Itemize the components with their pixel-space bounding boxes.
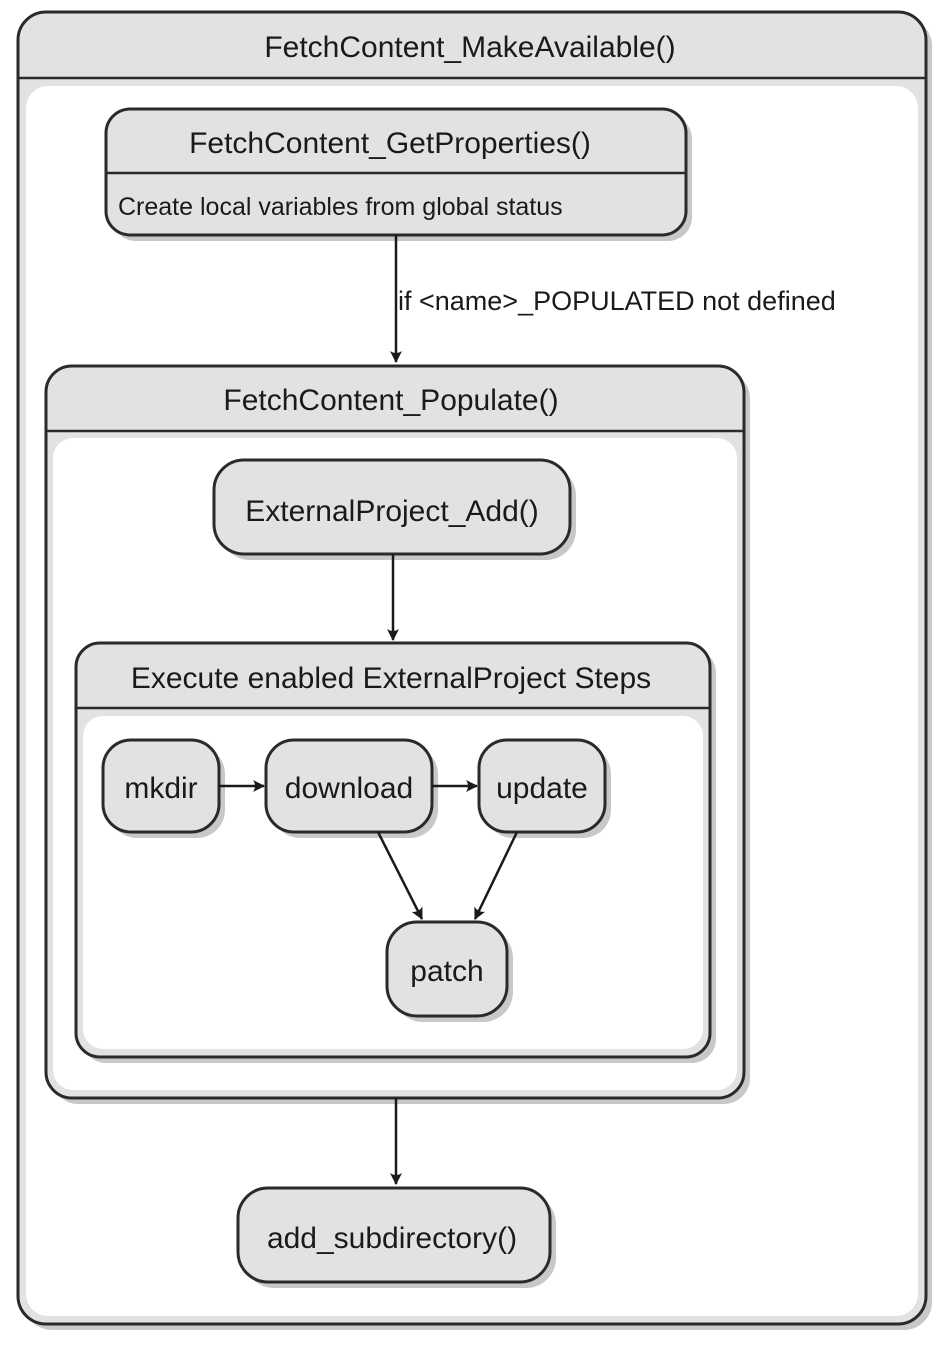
transition-update-to-patch — [473, 831, 519, 920]
transition-download-to-patch — [376, 831, 424, 920]
get-properties-state: FetchContent_GetProperties() Create loca… — [104, 107, 692, 241]
add-subdirectory-title: add_subdirectory() — [267, 1222, 517, 1255]
add-subdirectory-state: add_subdirectory() — [236, 1186, 556, 1288]
patch-label: patch — [410, 955, 483, 988]
external-project-add-title: ExternalProject_Add() — [245, 495, 538, 528]
download-state: download — [264, 738, 438, 838]
update-label: update — [496, 772, 588, 805]
update-state: update — [477, 738, 611, 838]
transition-label: if <name>_POPULATED not defined — [398, 286, 836, 316]
mkdir-label: mkdir — [124, 772, 197, 805]
get-properties-title: FetchContent_GetProperties() — [189, 127, 591, 160]
mkdir-state: mkdir — [101, 738, 225, 838]
transition-get-properties-to-populate: if <name>_POPULATED not defined — [390, 235, 836, 363]
make-available-title: FetchContent_MakeAvailable() — [264, 31, 675, 64]
get-properties-description: Create local variables from global statu… — [118, 193, 563, 221]
external-project-add-state: ExternalProject_Add() — [212, 458, 576, 560]
download-label: download — [285, 772, 413, 805]
patch-state: patch — [385, 920, 513, 1022]
execute-steps-title: Execute enabled ExternalProject Steps — [131, 662, 651, 695]
populate-title: FetchContent_Populate() — [223, 384, 558, 417]
